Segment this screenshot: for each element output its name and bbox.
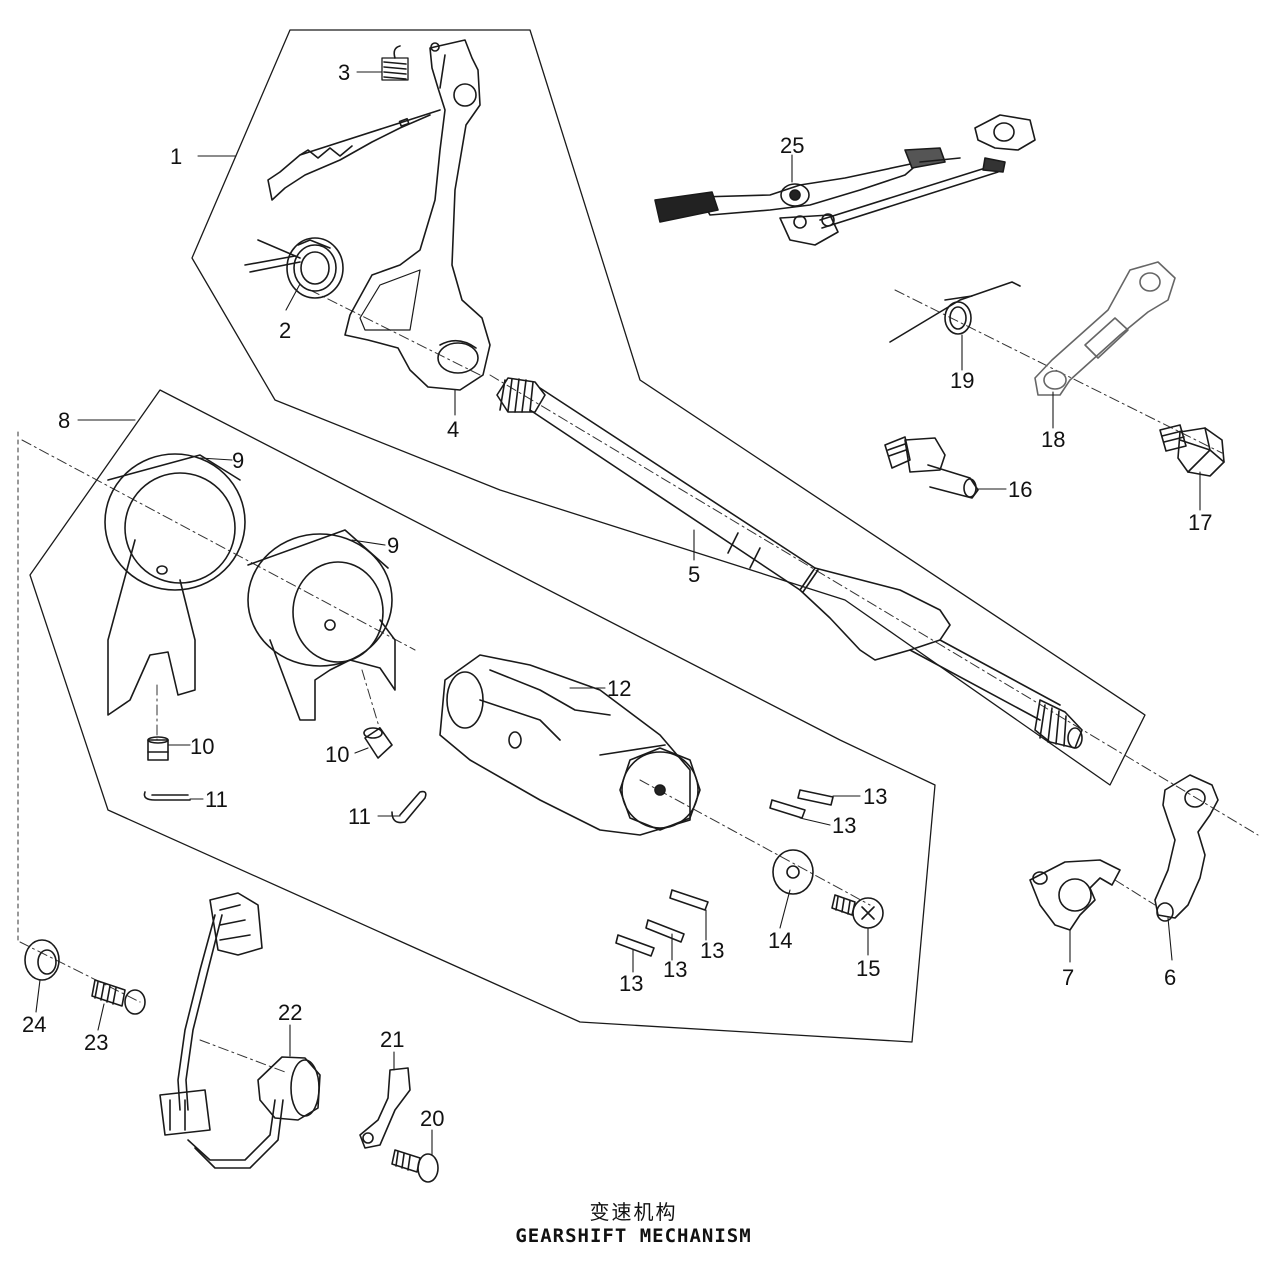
shift-fork-9b <box>247 529 396 721</box>
neutral-switch-22 <box>159 892 321 1169</box>
clip-11b <box>391 790 427 824</box>
assembly-1-outline <box>191 29 1146 786</box>
gearshift-pedal-25 <box>654 114 1036 246</box>
callout-1: 1 <box>170 144 182 169</box>
callout-6: 6 <box>1164 965 1176 990</box>
stud-bolt-16 <box>884 436 979 499</box>
callout-9a: 9 <box>232 448 244 473</box>
caption-english: GEARSHIFT MECHANISM <box>515 1225 752 1247</box>
callout-18: 18 <box>1041 427 1065 452</box>
callout-8: 8 <box>58 408 70 433</box>
callout-3: 3 <box>338 60 350 85</box>
callout-11a: 11 <box>205 787 228 812</box>
callout-11b: 11 <box>348 804 371 829</box>
drum-stopper-arm-6 <box>1154 774 1219 922</box>
center-lines <box>19 289 1259 1073</box>
bolt-17 <box>1159 424 1225 477</box>
callout-13e: 13 <box>619 971 643 996</box>
callout-13c: 13 <box>700 938 724 963</box>
callout-14: 14 <box>768 928 792 953</box>
bolt-23 <box>91 979 146 1015</box>
callout-10b: 10 <box>325 742 349 767</box>
assembly-8-outline <box>29 389 936 1043</box>
leader-lines <box>35 71 1201 1156</box>
callout-labels: 1 2 3 4 5 6 7 8 9 9 10 10 11 11 12 13 13… <box>22 60 1212 1131</box>
callout-9b: 9 <box>387 533 399 558</box>
clip-11a <box>143 791 191 801</box>
guide-pin-10a <box>147 736 169 761</box>
callout-16: 16 <box>1008 477 1032 502</box>
callout-2: 2 <box>279 318 291 343</box>
callout-10a: 10 <box>190 734 214 759</box>
callout-22: 22 <box>278 1000 302 1025</box>
stopper-plate-18 <box>1034 261 1176 396</box>
return-spring-3 <box>381 45 409 81</box>
screw-20 <box>391 1149 439 1183</box>
callout-4: 4 <box>447 417 459 442</box>
washer-24 <box>24 939 60 981</box>
callout-20: 20 <box>420 1106 444 1131</box>
callout-13d: 13 <box>663 957 687 982</box>
callout-24: 24 <box>22 1012 46 1037</box>
washer-14 <box>772 849 814 895</box>
callout-15: 15 <box>856 956 880 981</box>
shift-arm-4 <box>267 39 491 391</box>
callout-21: 21 <box>380 1027 404 1052</box>
callout-25: 25 <box>780 133 804 158</box>
shift-cam-7 <box>1029 859 1121 931</box>
callout-13a: 13 <box>863 784 887 809</box>
callout-12: 12 <box>607 676 631 701</box>
shift-fork-9a <box>104 453 246 716</box>
caption-chinese: 变速机构 <box>589 1200 678 1224</box>
torsion-spring-2 <box>244 237 344 299</box>
callout-17: 17 <box>1188 510 1212 535</box>
shift-drum-12 <box>439 654 701 836</box>
callout-7: 7 <box>1062 965 1074 990</box>
pins-13 <box>615 789 834 957</box>
callout-5: 5 <box>688 562 700 587</box>
gearshift-shaft-5 <box>496 377 1083 749</box>
spring-19 <box>889 281 1021 343</box>
callout-23: 23 <box>84 1030 108 1055</box>
callout-19: 19 <box>950 368 974 393</box>
screw-15 <box>831 894 884 929</box>
callout-13b: 13 <box>832 813 856 838</box>
clamp-21 <box>359 1067 411 1149</box>
guide-pin-10b <box>363 727 393 759</box>
